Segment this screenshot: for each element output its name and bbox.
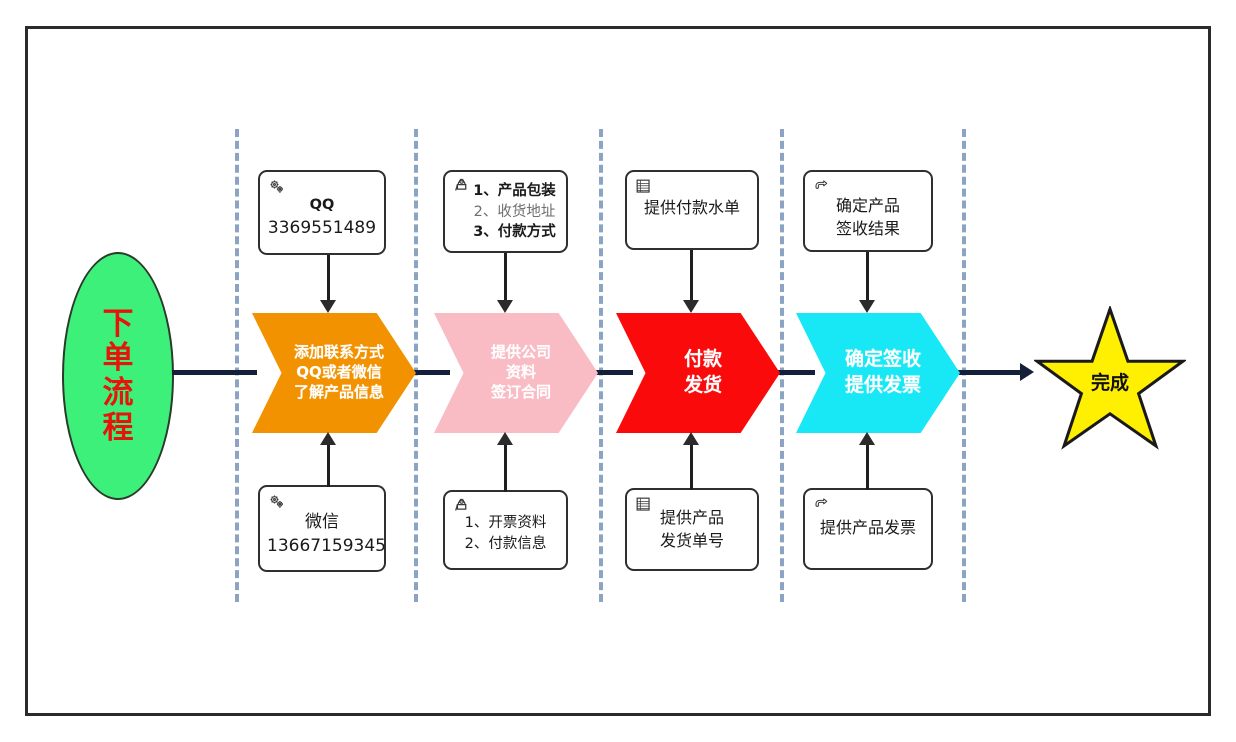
lane-divider-1 bbox=[235, 129, 239, 602]
stage-3-top-connector bbox=[690, 250, 693, 303]
stage-1-bottom-box-value: 13667159345 bbox=[267, 536, 386, 557]
pointing-hand-icon bbox=[812, 177, 832, 197]
stage-4-bottom-box-text: 提供产品发票 bbox=[819, 518, 916, 537]
finish-node[interactable]: 完成 bbox=[1032, 304, 1188, 452]
stage-1-top-box-body: QQ 3369551489 bbox=[267, 195, 377, 240]
stage-2-top-line-2: 2、收货地址 bbox=[473, 203, 556, 220]
stage-2-bottom-line-1: 1、开票资料 bbox=[464, 515, 547, 531]
stage-1-bottom-box-title: 微信 bbox=[305, 512, 339, 532]
stage-2-top-arrowhead bbox=[497, 300, 513, 313]
stage-1-top-arrowhead bbox=[320, 300, 336, 313]
start-node[interactable]: 下单流程 bbox=[62, 252, 174, 500]
stage-3-bottom-box-body: 提供产品 发货单号 bbox=[634, 507, 750, 552]
gears-icon bbox=[267, 177, 287, 197]
stage-4-top-arrowhead bbox=[859, 300, 875, 313]
connector-start-to-stage1 bbox=[172, 370, 257, 375]
stage-4-top-box[interactable]: 确定产品 签收结果 bbox=[803, 170, 933, 252]
connector-stage3-to-stage4 bbox=[760, 370, 815, 375]
stage-2-top-box-body: 1、产品包装 2、收货地址 3、付款方式 bbox=[452, 181, 559, 243]
stage-4-bottom-box[interactable]: 提供产品发票 bbox=[803, 488, 933, 570]
list-document-icon bbox=[634, 177, 654, 197]
stage-1-bottom-box[interactable]: 微信 13667159345 bbox=[258, 485, 386, 572]
lane-divider-2 bbox=[414, 129, 418, 602]
stage-4-bottom-connector bbox=[866, 443, 869, 490]
stage-3-top-box-text: 提供付款水单 bbox=[643, 198, 740, 217]
stage-4-top-connector bbox=[866, 252, 869, 303]
connector-stage2-to-stage3 bbox=[578, 370, 633, 375]
stage-3-bottom-arrowhead bbox=[683, 432, 699, 445]
stage-1-bottom-arrowhead bbox=[320, 432, 336, 445]
stage-2-top-line-3: 3、付款方式 bbox=[473, 224, 556, 241]
stage-1-top-box-value: 3369551489 bbox=[267, 217, 377, 238]
stage-1-bottom-box-body: 微信 13667159345 bbox=[267, 510, 386, 558]
connector-stage1-to-stage2 bbox=[395, 370, 450, 375]
stage-3-bottom-connector bbox=[690, 443, 693, 490]
connector-stage4-to-finish bbox=[940, 370, 1022, 375]
stage-4-top-box-text: 确定产品 签收结果 bbox=[835, 196, 900, 238]
star-icon bbox=[1032, 304, 1188, 450]
stage-1-bottom-connector bbox=[327, 443, 330, 487]
stage-1-top-connector bbox=[327, 255, 330, 303]
stage-2-label: 提供公司 资料 签订合同 bbox=[490, 343, 551, 401]
stage-4-top-box-body: 确定产品 签收结果 bbox=[812, 195, 924, 240]
stage-3-top-box-body: 提供付款水单 bbox=[634, 197, 750, 220]
stage-2-bottom-line-2: 2、付款信息 bbox=[464, 535, 547, 552]
lane-divider-5 bbox=[962, 129, 966, 602]
pointing-hand-icon bbox=[812, 495, 832, 515]
stage-2-chevron[interactable]: 提供公司 资料 签订合同 bbox=[434, 313, 598, 433]
stage-2-bottom-box[interactable]: 1、开票资料 2、付款信息 bbox=[443, 490, 568, 570]
lane-divider-4 bbox=[780, 129, 784, 602]
stage-2-bottom-arrowhead bbox=[497, 432, 513, 445]
stage-4-label: 确定签收 提供发票 bbox=[844, 348, 921, 396]
stage-3-bottom-box[interactable]: 提供产品 发货单号 bbox=[625, 488, 759, 571]
stage-1-top-box-title: QQ bbox=[309, 197, 335, 213]
stage-3-bottom-box-text: 提供产品 发货单号 bbox=[659, 508, 724, 550]
gears-icon bbox=[267, 492, 287, 512]
stage-1-label: 添加联系方式 QQ或者微信 了解产品信息 bbox=[293, 343, 384, 401]
stage-2-top-connector bbox=[504, 253, 507, 303]
stage-2-top-line-1: 1、产品包装 bbox=[473, 183, 556, 199]
stage-3-label: 付款 发货 bbox=[683, 348, 722, 396]
stage-3-top-box[interactable]: 提供付款水单 bbox=[625, 170, 759, 250]
stage-2-bottom-connector bbox=[504, 443, 507, 492]
stage-1-top-box[interactable]: QQ 3369551489 bbox=[258, 170, 386, 255]
stage-4-bottom-arrowhead bbox=[859, 432, 875, 445]
stage-3-top-arrowhead bbox=[683, 300, 699, 313]
stage-4-bottom-box-body: 提供产品发票 bbox=[812, 517, 924, 540]
stage-2-bottom-box-body: 1、开票资料 2、付款信息 bbox=[452, 513, 559, 554]
stage-2-top-box[interactable]: 1、产品包装 2、收货地址 3、付款方式 bbox=[443, 170, 568, 253]
start-node-label: 下单流程 bbox=[102, 305, 134, 446]
lane-divider-3 bbox=[599, 129, 603, 602]
connector-arrowhead-finish bbox=[1020, 363, 1034, 381]
